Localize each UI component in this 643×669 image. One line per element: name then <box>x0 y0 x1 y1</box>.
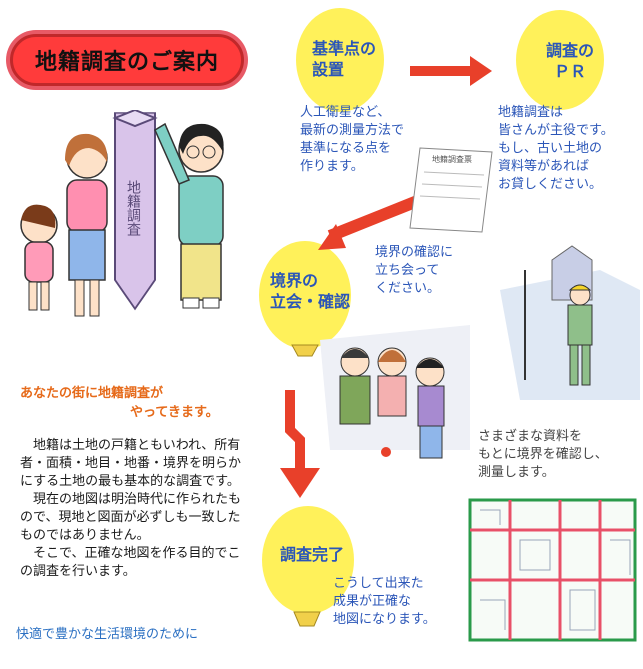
post-text: 地籍調査 <box>125 180 141 236</box>
step-desc-line: 成果が正確な <box>333 594 412 609</box>
step-label-3: 境界の 立会・確認 <box>270 270 380 312</box>
intro-paragraph: そこで、正確な地図を作る目的でこの調査を行います。 <box>20 546 241 579</box>
slogan: 快適で豊かな生活環境のために <box>16 627 199 642</box>
step-desc-line: 人工衛星など、 <box>300 105 391 120</box>
step-label-4: 調査完了 <box>280 544 370 565</box>
step-label-line: ＰＲ <box>553 62 586 81</box>
arrow-right-icon <box>410 56 492 86</box>
step-label-2: 調査の ＰＲ <box>535 40 605 82</box>
balloon-icon <box>262 506 354 627</box>
balloon-icon <box>296 8 384 112</box>
step-desc-line: 境界の確認に <box>375 245 454 260</box>
balloon-icon <box>516 10 604 110</box>
step-desc-line: 基準になる点を <box>300 141 392 156</box>
step-desc-line: 地図になります。 <box>333 612 436 627</box>
survey-note-line: 測量します。 <box>478 465 555 480</box>
arrow-down-icon <box>280 390 320 498</box>
step-desc-line: 資料等があれば <box>498 159 590 174</box>
survey-post-icon: 地籍調査 <box>112 110 158 311</box>
intro-paragraph: 現在の地図は明治時代に作られたもので、現地と図面が必ずしも一致したものではありま… <box>20 492 242 543</box>
surveyor-scene-icon <box>500 245 640 400</box>
step-desc-2: 地籍調査は 皆さんが主役です。 もし、古い土地の 資料等があれば お貸しください… <box>498 104 640 194</box>
step-label-line: 設置 <box>312 60 345 79</box>
survey-note: さまざまな資料を もとに境界を確認し、 測量します。 <box>478 428 638 482</box>
step-label-line: 立会・確認 <box>270 292 351 311</box>
step-label-line: 調査完了 <box>280 545 345 564</box>
step-desc-1: 人工衛星など、 最新の測量方法で 基準になる点を 作ります。 <box>300 104 440 176</box>
step-label-1: 基準点の 設置 <box>312 38 382 80</box>
step-desc-line: 作ります。 <box>300 159 364 174</box>
boundary-check-scene-icon <box>320 325 470 459</box>
survey-note-line: さまざまな資料を <box>478 429 583 444</box>
intro-paragraph: 地籍は土地の戸籍ともいわれ、所有者・面積・地目・地番・境界を明らかにする土地の最… <box>20 438 242 489</box>
family-illustration: 地籍調査 <box>20 110 224 317</box>
step-label-line: 基準点の <box>312 39 377 58</box>
tagline-line-2: やってきます。 <box>130 405 219 420</box>
step-label-line: 調査の <box>545 41 594 60</box>
arrow-curve-icon <box>318 194 423 250</box>
step-label-line: 境界の <box>270 271 319 290</box>
step-desc-line: 地籍調査は <box>498 105 564 120</box>
step-desc-line: 皆さんが主役です。 <box>498 123 614 138</box>
step-desc-line: ください。 <box>375 281 441 296</box>
page-title: 地籍調査のご案内 <box>34 50 219 75</box>
step-desc-line: お貸しください。 <box>498 177 603 192</box>
step-desc-line: こうして出来た <box>333 576 424 591</box>
step-desc-4: こうして出来た 成果が正確な 地図になります。 <box>333 575 463 629</box>
balloon-icon <box>259 241 351 357</box>
form-heading: 地籍調査票 <box>432 154 472 164</box>
tagline: あなたの街に地籍調査が やってきます。 <box>20 382 240 420</box>
document-form-icon: 地籍調査票 <box>409 147 493 233</box>
step-desc-3: 境界の確認に 立ち会って ください。 <box>375 244 495 298</box>
survey-note-line: もとに境界を確認し、 <box>478 447 608 462</box>
intro-text: 地籍は土地の戸籍ともいわれ、所有者・面積・地目・地番・境界を明らかにする土地の最… <box>20 437 252 581</box>
title-badge: 地籍調査のご案内 <box>10 34 244 86</box>
step-desc-line: もし、古い土地の <box>498 141 603 156</box>
step-desc-line: 立ち会って <box>375 263 440 278</box>
tagline-line-1: あなたの街に地籍調査が <box>20 386 164 401</box>
step-desc-line: 最新の測量方法で <box>300 123 405 138</box>
cadastral-map-icon <box>468 498 637 642</box>
